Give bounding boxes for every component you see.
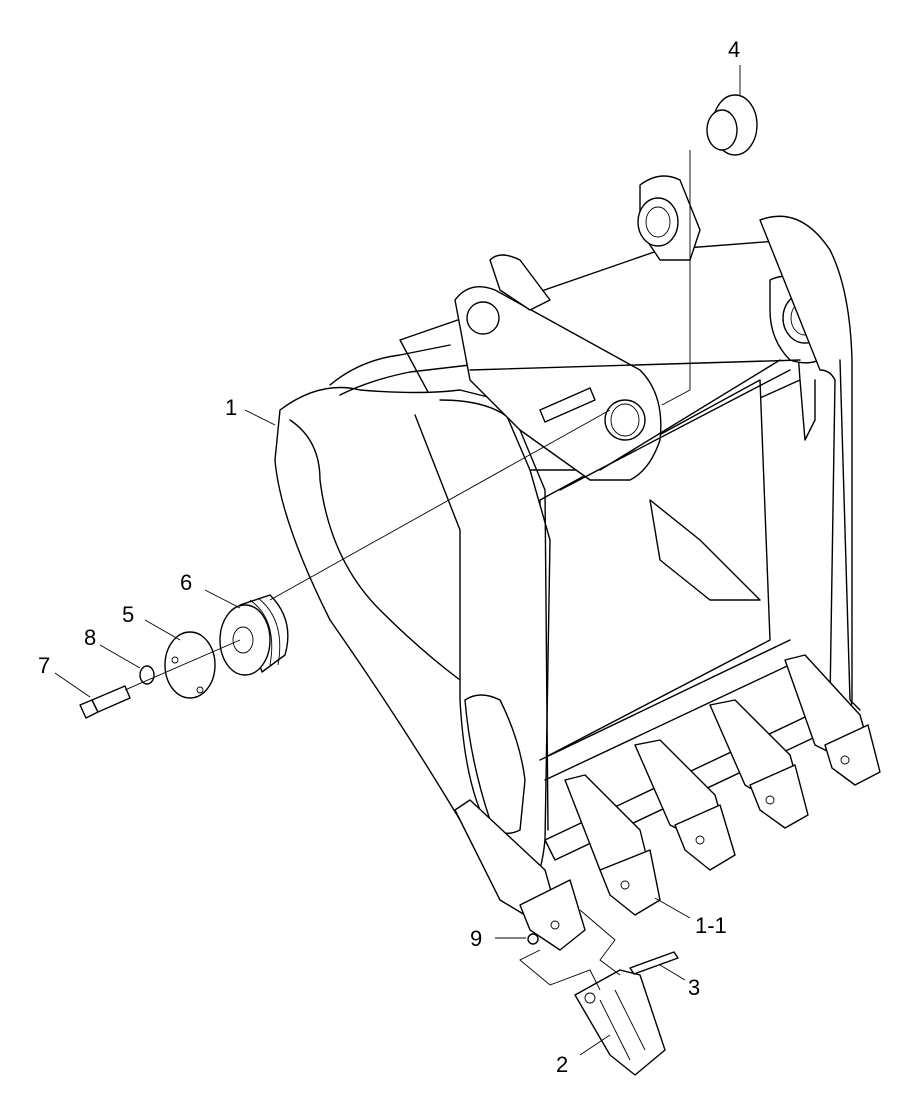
callout-2: 2 (556, 1052, 568, 1077)
bushing-part-4 (661, 94, 758, 406)
leader-lines (54, 65, 741, 1056)
callout-1-1: 1-1 (695, 913, 727, 938)
tooth-adapters (454, 654, 881, 951)
tooth-part-2 (574, 969, 666, 1076)
pin-part-3 (629, 951, 679, 975)
callout-8: 8 (84, 625, 96, 650)
callout-7: 7 (38, 653, 50, 678)
callout-4: 4 (728, 37, 740, 62)
callout-6: 6 (180, 570, 192, 595)
callout-1: 1 (225, 395, 237, 420)
lock-washer-part-9 (527, 933, 539, 945)
callout-labels: 1 4 6 5 8 7 1-1 9 3 2 (38, 37, 740, 1077)
callout-9: 9 (470, 926, 482, 951)
install-guide-lines (519, 909, 621, 991)
bucket-body (274, 175, 861, 901)
pin-assembly (79, 409, 611, 719)
callout-5: 5 (122, 602, 134, 627)
callout-3: 3 (688, 975, 700, 1000)
